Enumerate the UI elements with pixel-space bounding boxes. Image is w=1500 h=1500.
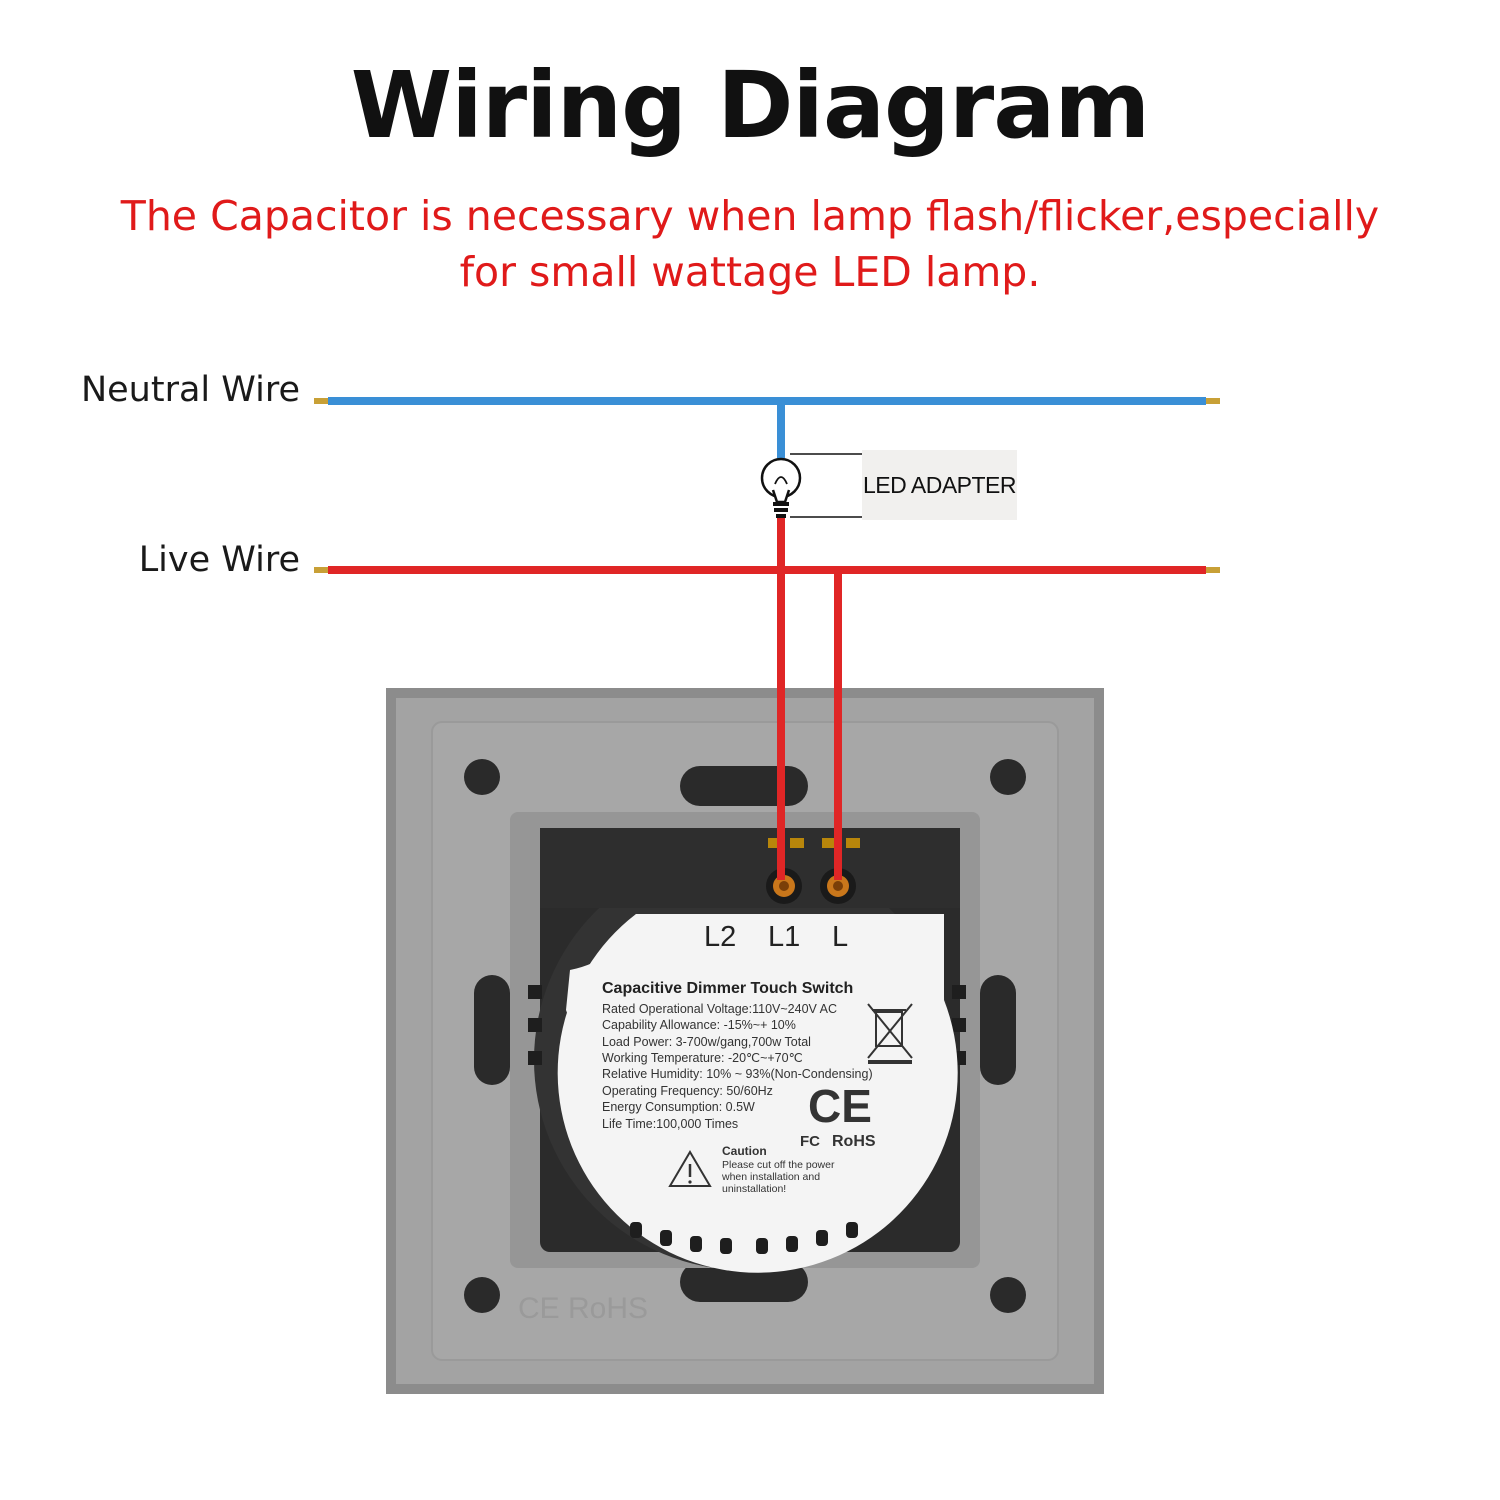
spec-line: Operating Frequency: 50/60Hz: [602, 1084, 773, 1098]
subtitle-line-1: The Capacitor is necessary when lamp fla…: [120, 192, 1380, 240]
caution-line: Please cut off the power: [722, 1159, 835, 1171]
terminal-label-l2: L2: [704, 921, 736, 953]
screw-hole: [464, 759, 500, 795]
terminal-label-l1: L1: [768, 921, 800, 953]
neutral-wire: [314, 397, 1220, 458]
warning-triangle-icon: [668, 1150, 712, 1187]
caution-title: Caution: [722, 1144, 767, 1158]
spec-line: Rated Operational Voltage:110V~240V AC: [602, 1002, 837, 1016]
mount-slot: [680, 1262, 808, 1302]
adapter-bracket: [790, 453, 862, 518]
subtitle-line-2: for small wattage LED lamp.: [459, 248, 1041, 296]
rohs-mark: RoHS: [832, 1133, 876, 1150]
mount-slot: [474, 975, 510, 1085]
weee-bin-icon: [867, 1003, 913, 1064]
diagram-title: Wiring Diagram: [350, 52, 1150, 159]
led-adapter-label: LED ADAPTER: [862, 450, 1017, 520]
caution-line: uninstallation!: [722, 1183, 786, 1195]
spec-line: Relative Humidity: 10% ~ 93%(Non-Condens…: [602, 1067, 873, 1081]
fc-mark: FC: [800, 1133, 820, 1150]
screw-hole: [464, 1277, 500, 1313]
terminal-label-l: L: [832, 921, 848, 953]
terminal-screws: [766, 838, 860, 904]
screw-hole: [990, 759, 1026, 795]
mount-slot: [680, 766, 808, 806]
light-bulb-icon: [760, 457, 802, 518]
sticker-title: Capacitive Dimmer Touch Switch: [602, 980, 853, 997]
bottom-vents: [630, 1222, 858, 1254]
caution-line: when installation and: [721, 1171, 820, 1183]
spec-line: Load Power: 3-700w/gang,700w Total: [602, 1035, 811, 1049]
spec-line: Working Temperature: -20℃~+70℃: [602, 1051, 803, 1065]
diagram-subtitle: The Capacitor is necessary when lamp fla…: [60, 188, 1440, 300]
live-wire-label: Live Wire: [138, 540, 300, 580]
live-wire: [314, 518, 1220, 880]
screw-hole: [990, 1277, 1026, 1313]
spec-line: Life Time:100,000 Times: [602, 1117, 738, 1131]
ce-mark: CE: [808, 1080, 872, 1132]
neutral-wire-label: Neutral Wire: [80, 370, 300, 410]
mount-slot: [980, 975, 1016, 1085]
spec-line: Capability Allowance: -15%~+ 10%: [602, 1018, 796, 1032]
embossed-mark: CE RoHS: [518, 1292, 648, 1325]
spec-sticker: Capacitive Dimmer Touch Switch Rated Ope…: [557, 914, 958, 1273]
spec-line: Energy Consumption: 0.5W: [602, 1100, 755, 1114]
